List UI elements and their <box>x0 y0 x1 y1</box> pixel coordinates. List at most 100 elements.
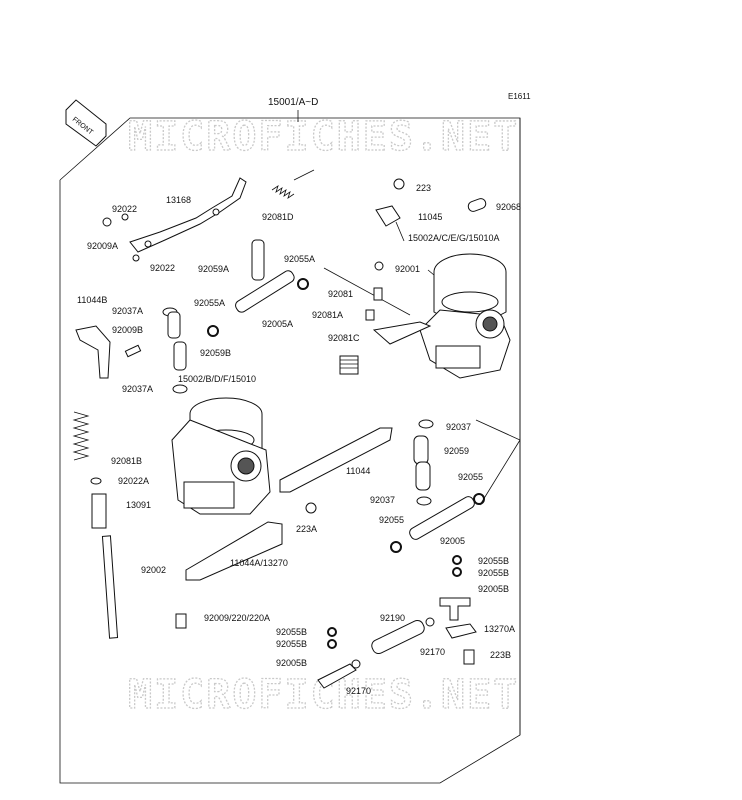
label-92055-b: 92055 <box>379 515 404 525</box>
label-92009A: 92009A <box>87 241 118 251</box>
pipe-92059B <box>173 341 187 371</box>
label-92059B: 92059B <box>200 348 231 358</box>
spring-92081C <box>339 355 359 375</box>
washer-92022 <box>121 213 129 221</box>
pipe-upper-92059B <box>167 311 181 339</box>
oring-92055B-2 <box>452 567 462 577</box>
label-11044: 11044 <box>346 466 370 476</box>
pipe-92059A <box>251 239 265 281</box>
joint-92005A <box>235 270 295 313</box>
bracket-11045 <box>375 205 401 227</box>
oring-92055B-1 <box>452 555 462 565</box>
leader-92001 <box>427 269 435 276</box>
label-92190: 92190 <box>380 613 405 623</box>
oring-92055A <box>297 278 309 290</box>
screw-223B <box>463 649 475 665</box>
clip-92022A <box>90 477 102 485</box>
leader-92055A-link <box>323 267 411 316</box>
label-15002B: 15002/B/D/F/15010 <box>178 374 256 384</box>
label-92059: 92059 <box>444 446 469 456</box>
label-92005: 92005 <box>440 536 465 546</box>
label-92005B: 92005B <box>478 584 509 594</box>
shaft-92002 <box>101 535 119 639</box>
label-92037: 92037 <box>446 422 471 432</box>
oring-92055 <box>473 493 485 505</box>
label-92037A-b: 92037A <box>122 384 153 394</box>
label-92001: 92001 <box>395 264 420 274</box>
joint-92005 <box>409 496 475 540</box>
label-92055B-2: 92055B <box>478 568 509 578</box>
link-right <box>372 321 432 345</box>
cap-92037 <box>418 419 434 429</box>
screw-92009B <box>124 344 142 358</box>
screw-92001 <box>374 261 384 271</box>
spring-92081A <box>365 309 375 321</box>
label-92068: 92068 <box>496 202 521 212</box>
bracket-11044A <box>185 521 283 581</box>
hose-92190 <box>371 619 425 655</box>
label-92055B-4: 92055B <box>276 639 307 649</box>
label-92037A: 92037A <box>112 306 143 316</box>
label-92009: 92009/220/220A <box>204 613 270 623</box>
lever-11044B <box>75 325 111 379</box>
oring-92055A-b <box>207 325 219 337</box>
label-92170-b: 92170 <box>346 686 371 696</box>
spring-92081D <box>271 169 315 199</box>
joint-92005B <box>439 597 471 621</box>
washer-92022-b <box>132 254 140 262</box>
leader-92059-link <box>475 419 521 506</box>
watermark-top: MICROFICHES.NET <box>128 114 519 160</box>
carburetor-left <box>171 397 271 515</box>
label-223: 223 <box>416 183 431 193</box>
label-92037-b: 92037 <box>370 495 395 505</box>
label-92081C: 92081C <box>328 333 360 343</box>
label-223A: 223A <box>296 524 317 534</box>
label-92055: 92055 <box>458 472 483 482</box>
spring-92081B <box>72 411 90 461</box>
pipe-92059-upper <box>413 435 429 465</box>
label-223B: 223B <box>490 650 511 660</box>
label-92081: 92081 <box>328 289 353 299</box>
clip-13270A <box>445 623 477 639</box>
cap-92037-b <box>416 496 432 506</box>
bracket-13168 <box>129 177 247 253</box>
screw-223 <box>393 178 405 190</box>
pipe-92059 <box>415 461 431 491</box>
label-92055A: 92055A <box>284 254 315 264</box>
label-92022: 92022 <box>112 204 137 214</box>
label-11045: 11045 <box>418 212 442 222</box>
bracket-11044 <box>279 427 393 493</box>
spring-92081 <box>373 287 383 301</box>
assembly-label: 15001/A~D <box>268 97 318 108</box>
label-92170-a: 92170 <box>420 647 445 657</box>
holder-13091 <box>91 493 107 529</box>
label-92005A: 92005A <box>262 319 293 329</box>
oring-92055B-3 <box>327 627 337 637</box>
screw-223A <box>305 502 317 514</box>
screw-92009 <box>175 613 187 629</box>
label-15002A: 15002A/C/E/G/15010A <box>408 233 500 243</box>
clamp-92170-b <box>351 659 361 669</box>
label-92055B-3: 92055B <box>276 627 307 637</box>
label-92022-b: 92022 <box>150 263 175 273</box>
leader-11045 <box>395 221 405 242</box>
label-92081D: 92081D <box>262 212 294 222</box>
oring-92055-b <box>390 541 402 553</box>
diagram-ref-code: E1611 <box>508 92 531 101</box>
label-92005B-b: 92005B <box>276 658 307 668</box>
label-92055B-1: 92055B <box>478 556 509 566</box>
label-13270A: 13270A <box>484 624 515 634</box>
label-11044A: 11044A/13270 <box>230 558 288 568</box>
cap-92037A-b <box>172 384 188 394</box>
front-arrow-icon: FRONT <box>65 96 107 147</box>
bolt-92009A <box>102 217 112 227</box>
label-92009B: 92009B <box>112 325 143 335</box>
cap-92068 <box>467 198 487 212</box>
label-92022A: 92022A <box>118 476 149 486</box>
label-13091: 13091 <box>126 500 151 510</box>
label-92055A-b: 92055A <box>194 298 225 308</box>
oring-92055B-4 <box>327 639 337 649</box>
label-13168: 13168 <box>166 195 191 205</box>
label-92081B: 92081B <box>111 456 142 466</box>
